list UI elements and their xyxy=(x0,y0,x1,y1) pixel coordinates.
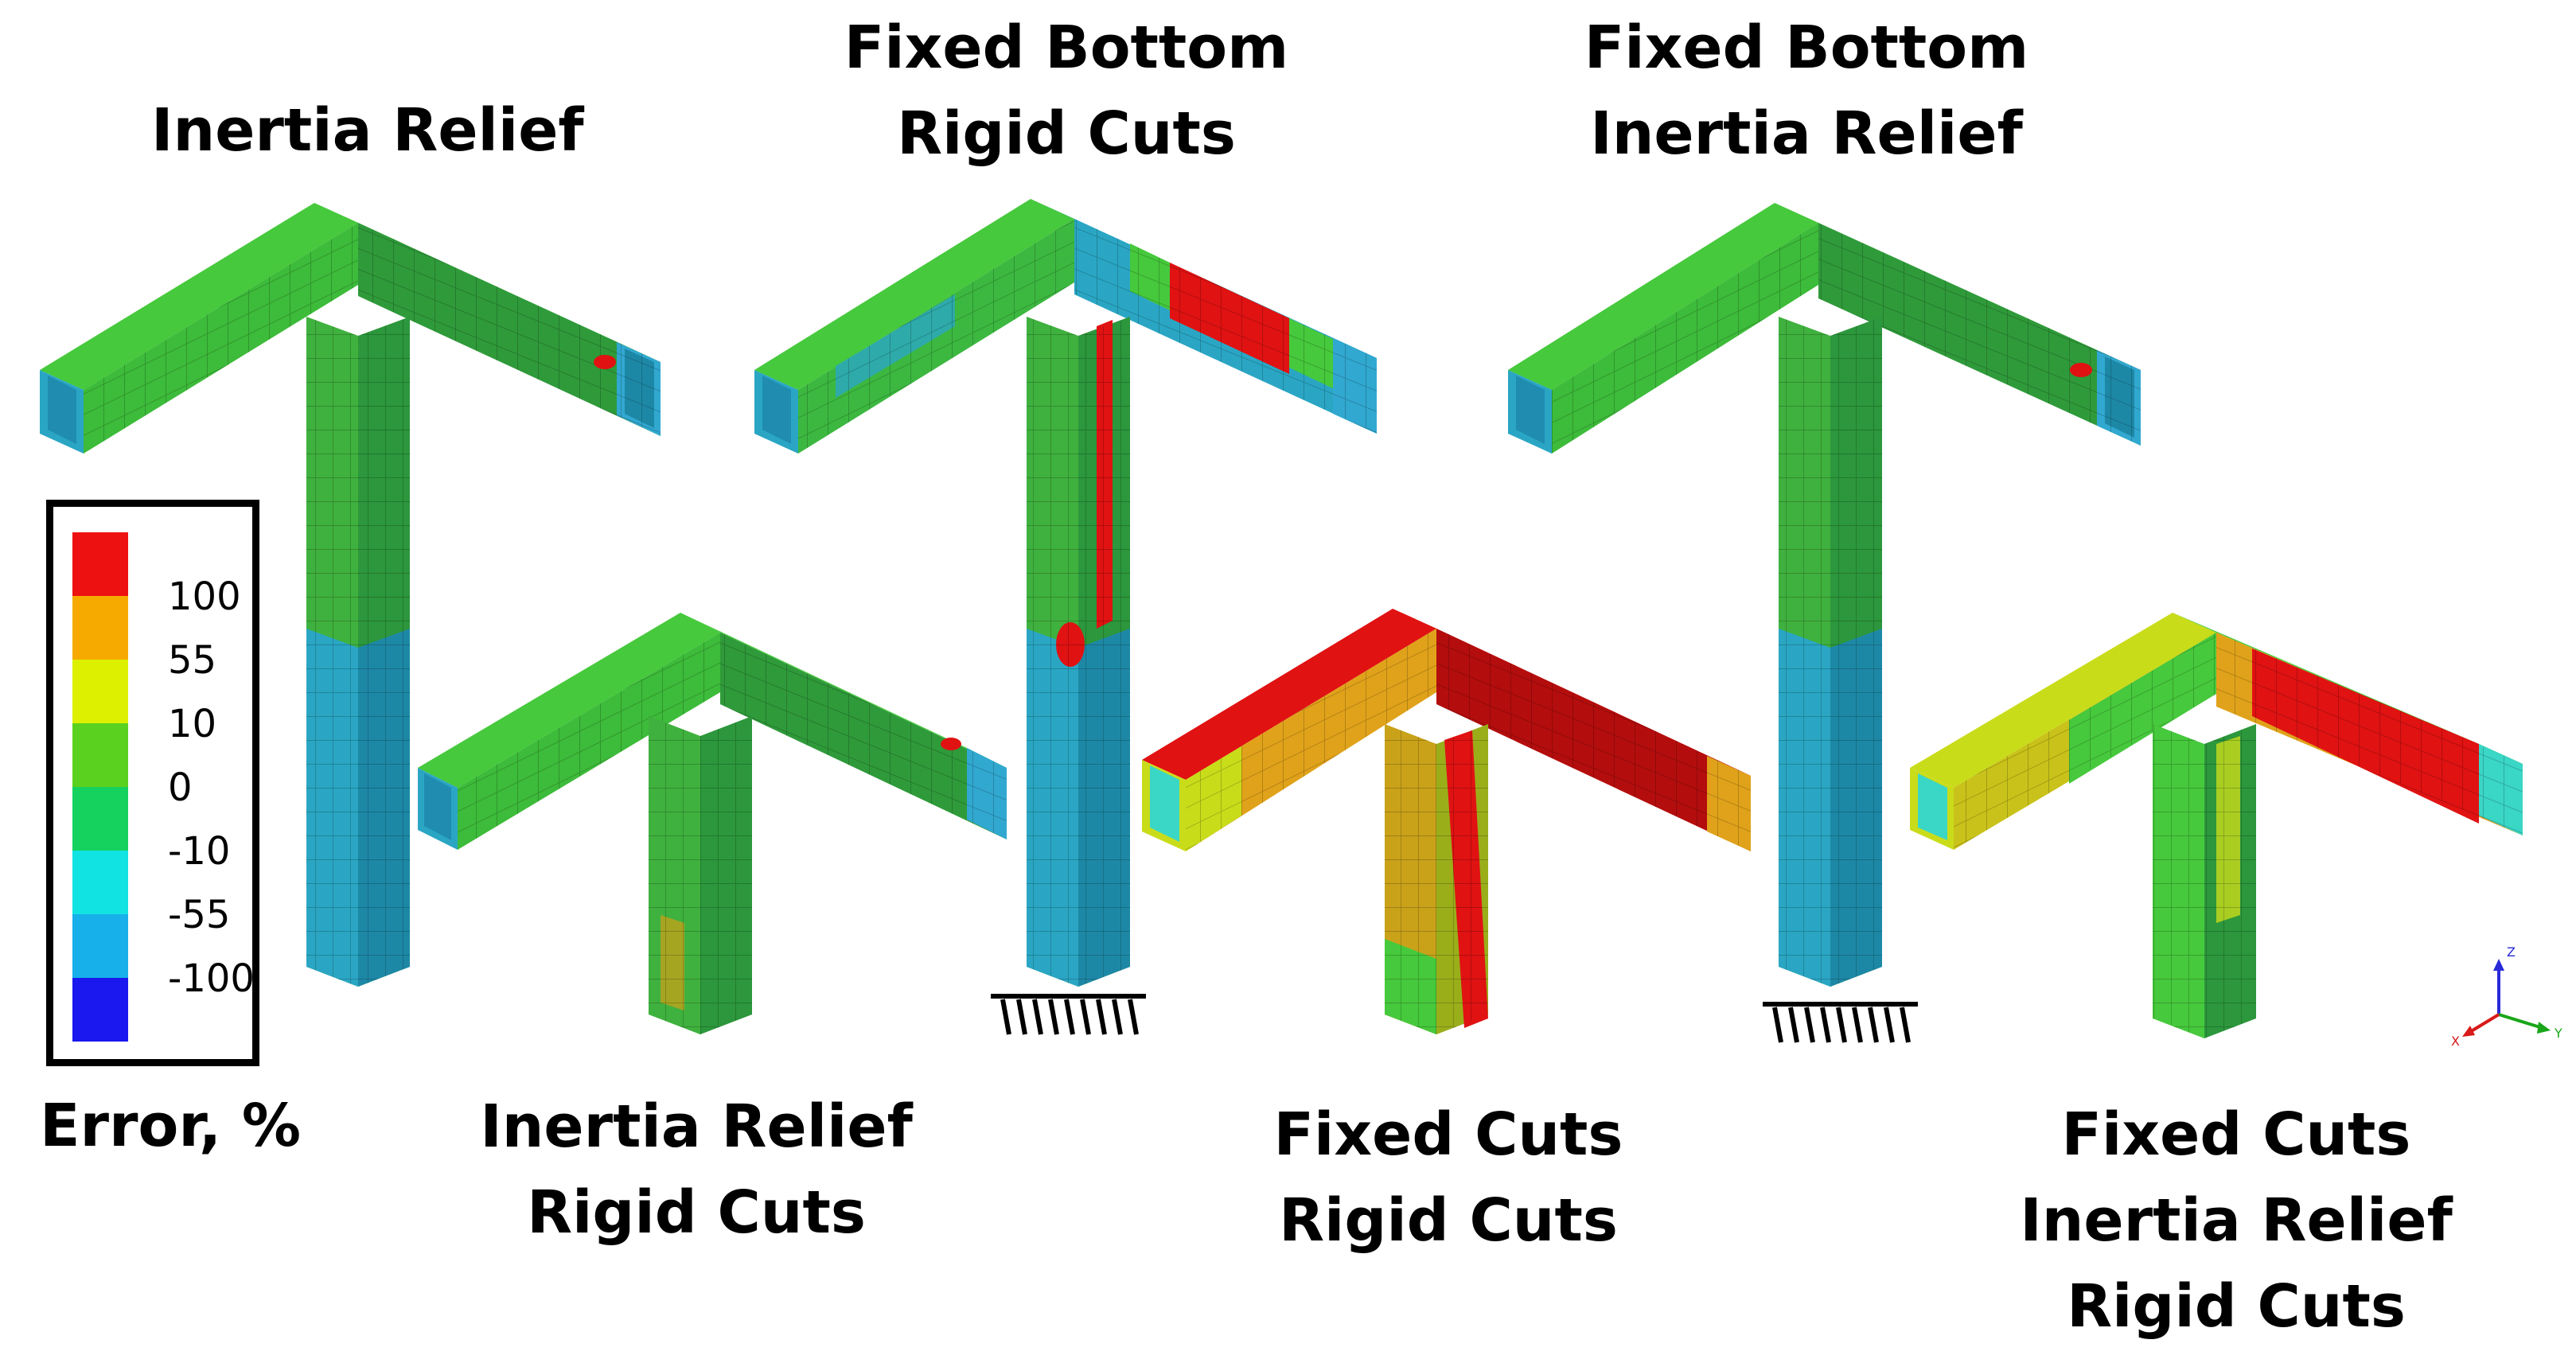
legend-swatch xyxy=(72,914,128,978)
legend-tick: 10 xyxy=(168,702,217,746)
legend-tick: 100 xyxy=(168,574,241,619)
panel-title-fixed-bottom-inertia-relief: Fixed Bottom Inertia Relief xyxy=(1584,14,2029,168)
fixed-support-symbol xyxy=(1763,1002,1918,1043)
legend-swatch xyxy=(72,787,128,851)
legend-tick: -10 xyxy=(168,829,231,874)
panel-title-inertia-relief: Inertia Relief xyxy=(151,96,584,165)
legend-title: Error, % xyxy=(40,1092,302,1160)
model-fixed-cuts-inertia-relief-rigid-cuts xyxy=(1910,613,2523,1038)
panel-title-fixed-bottom-rigid-cuts: Fixed Bottom Rigid Cuts xyxy=(844,14,1289,168)
fixed-support-symbol xyxy=(991,994,1146,1035)
model-inertia-relief-rigid-cuts xyxy=(418,613,1007,1034)
model-inertia-relief xyxy=(40,203,661,987)
legend-tick: 55 xyxy=(168,638,217,683)
legend-tick: -100 xyxy=(168,956,255,1001)
legend-swatch xyxy=(72,978,128,1042)
legend-swatch xyxy=(72,723,128,787)
triad-label-y: Y xyxy=(2554,1026,2562,1041)
legend-swatch xyxy=(72,596,128,660)
panel-title-inertia-relief-rigid-cuts: Inertia Relief Rigid Cuts xyxy=(480,1092,913,1247)
legend-tick: -55 xyxy=(168,893,231,937)
legend-tick: 0 xyxy=(168,765,193,810)
triad-label-z: Z xyxy=(2507,944,2516,960)
model-fixed-bottom-inertia-relief xyxy=(1508,203,2141,1043)
panel-title-fixed-cuts-rigid-cuts: Fixed Cuts Rigid Cuts xyxy=(1273,1100,1623,1255)
left-arm-top xyxy=(40,203,358,390)
legend-swatch xyxy=(72,851,128,914)
legend-swatch xyxy=(72,532,128,596)
model-fixed-cuts-rigid-cuts xyxy=(1142,609,1751,1034)
triad-label-x: X xyxy=(2451,1034,2460,1049)
legend-swatch xyxy=(72,660,128,723)
axis-triad-icon: Z Y X xyxy=(2451,944,2562,1049)
panel-title-fixed-cuts-inertia-relief-rigid-cuts: Fixed Cuts Inertia Relief Rigid Cuts xyxy=(2020,1100,2453,1341)
color-legend: 100 55 10 0 -10 -55 -100 xyxy=(46,500,259,1066)
model-fixed-bottom-rigid-cuts xyxy=(754,199,1377,1035)
